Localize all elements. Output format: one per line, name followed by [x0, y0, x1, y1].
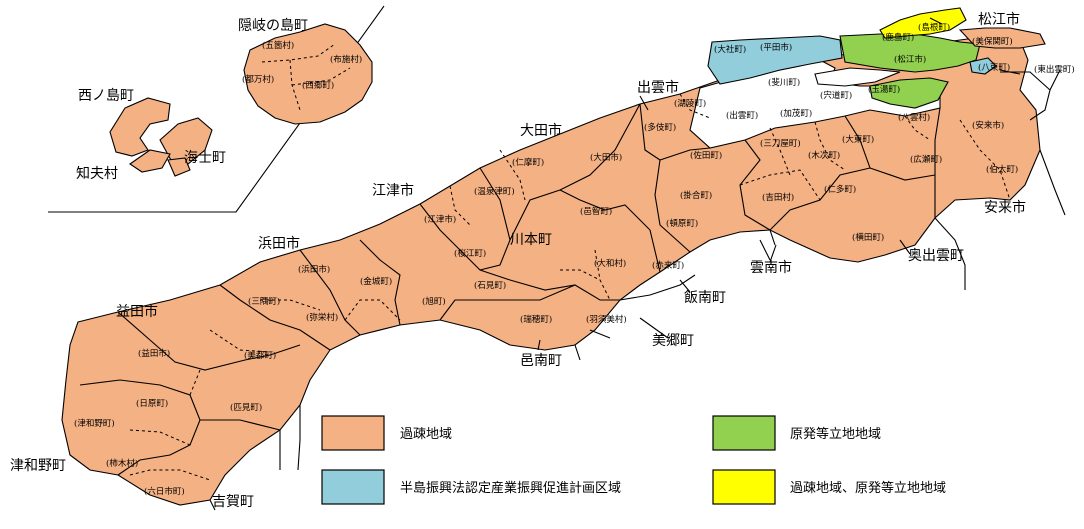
label-higashi-izumo: (東出雲町): [1034, 64, 1075, 75]
label-akagi: (赤来町): [652, 260, 684, 271]
label-saigo: (西郷町): [302, 80, 334, 91]
label-yoshida: (吉田村): [762, 192, 794, 203]
label-hamada-old: (浜田市): [298, 264, 330, 275]
label-hasumi: (羽須美村): [586, 314, 627, 325]
label-muikaichi: (六日市町): [144, 486, 185, 497]
label-kamo: (加茂町): [780, 108, 812, 119]
label-koryo: (湖陵町): [674, 98, 706, 109]
label-kanagi: (金城町): [360, 276, 392, 287]
label-shimane-old: (島根町): [918, 22, 950, 33]
label-yasugi: 安来市: [984, 199, 1026, 216]
hirata-peninsula: [707, 35, 843, 85]
leader-lines: [537, 17, 1021, 351]
label-daito: (大東町): [842, 134, 874, 145]
mainland: [61, 35, 1041, 506]
label-izumo: 出雲市: [637, 79, 679, 96]
legend-swatch-peninsula: [321, 469, 385, 505]
label-taisha: (大社町): [714, 44, 746, 55]
legend-swatch-both: [712, 469, 776, 505]
prefecture-border-lines: [209, 69, 1066, 511]
label-kashima: (鹿島町): [882, 32, 914, 43]
label-iinan: 飯南町: [684, 289, 726, 306]
label-goka: (五箇村): [262, 40, 294, 51]
yatsuka-island: [969, 57, 997, 75]
label-tonbara: (頓原町): [666, 218, 698, 229]
label-gotsu-old: (江津市): [424, 214, 456, 225]
label-hikawa: (斐川町): [768, 77, 800, 88]
internal-boundaries-dashed: [129, 93, 1011, 481]
label-sakurae: (桜江町): [454, 248, 486, 259]
label-gotsu: 江津市: [372, 182, 414, 199]
label-sada: (佐田町): [690, 150, 722, 161]
label-tamayu: (玉湯町): [868, 84, 900, 95]
chiburi-island: [129, 149, 171, 173]
label-mizuho: (瑞穂町): [520, 314, 552, 325]
label-yatsuka: (八束町): [978, 62, 1010, 73]
label-shinji: (宍道町): [820, 90, 852, 101]
label-yakumo: (八雲村): [898, 112, 930, 123]
label-tsuma: (都万村): [242, 74, 274, 85]
label-fuse: (布施村): [330, 54, 362, 65]
legend-swatch-depopulated: [321, 415, 385, 451]
legend-label-nuclear: 原発等立地地域: [790, 426, 881, 442]
label-hirose: (広瀬町): [910, 154, 942, 165]
label-ama: 海士町: [184, 150, 226, 166]
label-masuda: 益田市: [116, 303, 158, 320]
nakanoshima-south: [167, 157, 191, 177]
legend-label-both: 過疎地域、原発等立地地域: [790, 480, 946, 496]
label-nishinoshima: 西ノ島町: [78, 88, 134, 104]
label-yasaka: (弥栄村): [306, 312, 338, 323]
label-tsuwano: 津和野町: [10, 458, 66, 474]
label-mito: (美都町): [244, 350, 276, 361]
legend-label-depopulated: 過疎地域: [400, 427, 452, 442]
label-matsue: 松江市: [978, 11, 1020, 28]
legend-swatch-nuclear: [712, 415, 776, 451]
label-izumo-old: (出雲町): [726, 110, 758, 121]
label-ohnan: 邑南町: [520, 353, 562, 369]
label-asahi: (旭町): [422, 296, 446, 307]
label-yasugi-old: (安来市): [972, 120, 1004, 131]
label-yokota: (横田町): [852, 232, 884, 243]
label-kawamoto: 川本町: [510, 232, 552, 248]
label-ishimi: (石見町): [474, 280, 506, 291]
lake-shinji: [814, 67, 901, 87]
label-nichihara: (日原町): [136, 398, 168, 409]
label-unnan: 雲南市: [750, 259, 792, 276]
label-oki-town: 隠岐の島町: [238, 18, 308, 34]
label-taki: (多伎町): [644, 122, 676, 133]
label-kisuki: (木次町): [808, 150, 840, 161]
dogo-internal-boundaries: [261, 43, 351, 111]
label-hamada: 浜田市: [258, 235, 300, 252]
label-hikimi: (匹見町): [230, 402, 262, 413]
label-ohda: 大田市: [520, 122, 562, 139]
tamayu-nuclear: [869, 77, 949, 109]
label-mitoya: (三刀屋町): [760, 138, 801, 149]
label-ohda-old: (大田市): [590, 152, 622, 163]
label-masuda-old: (益田市): [138, 348, 170, 359]
label-kakeya: (掛合町): [680, 190, 712, 201]
label-kakinoki: (柿木村): [106, 458, 138, 469]
label-nima: (仁摩町): [512, 157, 544, 168]
label-chibu: 知夫村: [76, 165, 118, 182]
label-ochi: (邑智町): [580, 206, 612, 217]
label-yoshika: 吉賀町: [212, 494, 254, 510]
legend-label-peninsula: 半島振興法認定産業振興促進計画区域: [400, 480, 621, 496]
label-okuizumo: 奥出雲町: [908, 247, 964, 264]
label-hakuta: (伯太町): [986, 164, 1018, 175]
label-yunotsu: (温泉津町): [474, 186, 515, 197]
nishinoshima-island: [109, 97, 171, 157]
label-mihonoseki: (美保関町): [972, 36, 1013, 47]
label-misumi: (三隅町): [248, 296, 280, 307]
label-misato: 美郷町: [652, 333, 694, 349]
kashima-shimane-both: [879, 7, 967, 39]
label-nita: (仁多町): [824, 184, 856, 195]
dogo-island: [243, 23, 373, 125]
mihonoseki: [958, 27, 1046, 49]
label-hirata: (平田市): [760, 42, 792, 53]
label-daiwa: (大和村): [594, 258, 626, 269]
label-tsuwano-old: (津和野町): [74, 418, 115, 429]
label-matsue-old: (松江市): [894, 54, 926, 65]
